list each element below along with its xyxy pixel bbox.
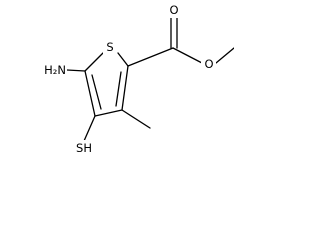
bond-c5-amino <box>66 69 86 72</box>
bond-c4-c5-double <box>91 74 102 110</box>
thiophene-ring <box>84 52 129 117</box>
bond-c2-c3 <box>121 65 129 111</box>
atom-label-o-carbonyl: O <box>169 3 178 17</box>
bond-c3-methyl <box>121 109 151 129</box>
atom-sulfur-ring: S <box>103 40 117 56</box>
atom-oxygen-ester: O <box>201 56 216 72</box>
bond-c2-c3-double <box>115 71 122 107</box>
atom-label-sh: SH <box>76 141 92 155</box>
atom-label-nh2: H₂N <box>44 63 66 77</box>
bond-s-c2 <box>117 52 129 67</box>
bond-c2-ccarbonyl <box>127 47 174 67</box>
bond-c4-thiol <box>83 115 96 142</box>
bond-c4-c5 <box>84 70 96 117</box>
atom-label-s: S <box>106 40 113 54</box>
atom-amino: H₂N <box>40 62 67 78</box>
methyl-ester-group <box>127 16 234 67</box>
bond-oester-methyl <box>215 47 234 64</box>
bond-ccarbonyl-oester <box>172 47 203 64</box>
bond-c3-c4 <box>94 109 123 117</box>
chemical-structure-diagram: S O O H₂N SH <box>40 2 234 156</box>
atom-label-o-ester: O <box>204 57 213 71</box>
atom-oxygen-carbonyl: O <box>167 2 181 18</box>
atom-thiol: SH <box>73 140 95 156</box>
bond-s-c5 <box>84 52 104 72</box>
